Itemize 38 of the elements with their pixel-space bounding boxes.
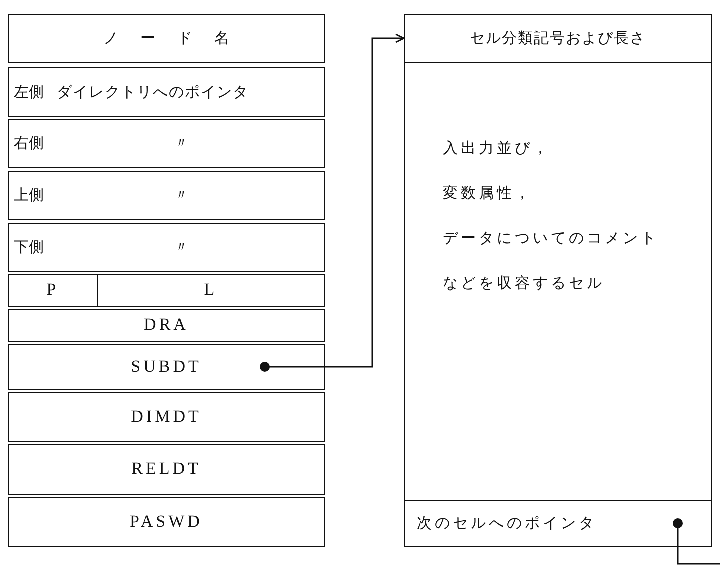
pointer-arrow <box>260 34 405 372</box>
row-label: 下側 <box>14 238 44 256</box>
field-name: SUBDT <box>130 358 203 376</box>
row-label: 左側 <box>14 82 44 100</box>
cell-description: 変数属性， <box>443 184 533 202</box>
cell-description: 入出力並び， <box>443 139 551 157</box>
record-row <box>98 274 325 307</box>
cell-section <box>404 14 712 63</box>
row-label: 上側 <box>14 186 44 204</box>
field-name: L <box>203 281 219 299</box>
record-row <box>8 274 98 307</box>
field-name: DRA <box>143 316 190 334</box>
record-row <box>8 344 325 390</box>
field-name: P <box>46 281 60 299</box>
cell-description: などを収容するセル <box>443 274 605 292</box>
record-row <box>8 309 325 342</box>
record-row <box>8 171 325 220</box>
row-label: ノード名 <box>102 29 252 47</box>
ditto-mark: 〃 <box>174 186 189 204</box>
field-name: PASWD <box>129 512 204 530</box>
cell-section <box>404 500 712 547</box>
field-name: DIMDT <box>130 408 203 426</box>
record-row <box>8 14 325 63</box>
record-row <box>8 223 325 272</box>
field-name: RELDT <box>130 460 202 478</box>
row-label: セル分類記号および長さ <box>469 29 647 47</box>
cell-section <box>404 63 712 500</box>
record-row <box>8 67 325 117</box>
cell-description: データについてのコメント <box>443 229 659 247</box>
record-row <box>8 497 325 547</box>
record-row <box>8 119 325 168</box>
row-label: 次のセルへのポインタ <box>417 514 597 532</box>
record-row <box>8 392 325 442</box>
record-row <box>8 444 325 495</box>
ditto-mark: 〃 <box>174 238 189 256</box>
ditto-mark: 〃 <box>174 134 189 152</box>
row-label: ダイレクトリへのポインタ <box>57 82 249 100</box>
row-label: 右側 <box>14 134 44 152</box>
